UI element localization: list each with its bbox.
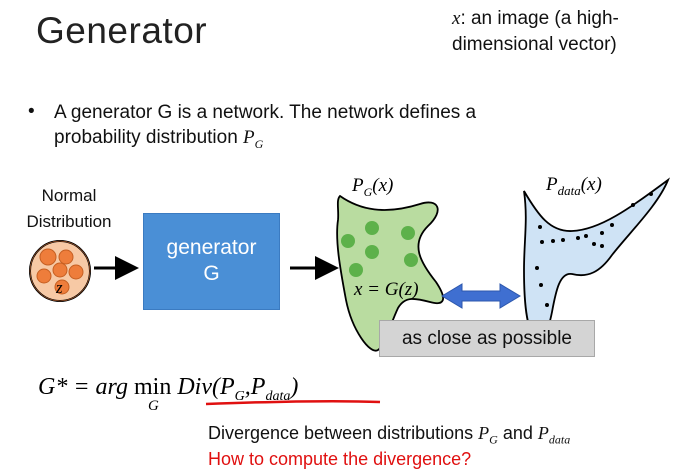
divergence-question: How to compute the divergence? (208, 449, 472, 469)
normal-label-line1: Normal (41, 186, 97, 205)
formula-close: ) (290, 374, 299, 400)
formula-comma: , (244, 374, 251, 400)
pdata-label-sub: data (557, 182, 581, 198)
sample-dot (68, 264, 84, 280)
formula-p1: P (219, 374, 235, 400)
compare-arrow-icon (441, 283, 521, 309)
pg-label-sub: G (363, 184, 373, 199)
divergence-p2: P (537, 423, 549, 443)
pdata-distribution-shape (523, 177, 671, 342)
formula-min-sub: G (147, 398, 159, 414)
bullet-pg-subscript: G (254, 136, 264, 151)
div-underline (205, 399, 381, 406)
formula-p2: P (250, 374, 266, 400)
x-definition-note: x: an image (a high- dimensional vector) (452, 6, 619, 58)
pdata-label-arg: (x) (580, 174, 602, 195)
divergence-p1: P (478, 423, 490, 443)
as-close-as-possible-box: as close as possible (379, 320, 595, 357)
pg-label: PG(x) (352, 175, 393, 200)
x-note-line1: : an image (a high- (460, 8, 619, 29)
x-variable: x (452, 8, 461, 29)
divergence-sub1: G (489, 432, 498, 447)
pg-samples (341, 221, 418, 277)
divergence-and: and (497, 423, 538, 443)
sample-dot (39, 248, 57, 266)
pg-label-arg: (x) (372, 175, 394, 196)
sample-dot (36, 268, 52, 284)
x-equals-gz-label: x = G(z) (354, 279, 419, 300)
formula-lhs: G* = arg (38, 374, 134, 400)
generator-box: generator G (143, 213, 280, 310)
pdata-label-p: P (546, 174, 558, 195)
formula-div: Div( (177, 374, 220, 400)
sample-dot (52, 262, 68, 278)
bullet-line1: A generator G is a network. The network … (54, 102, 477, 123)
pg-sample-dot (341, 234, 355, 248)
sample-dot (54, 279, 70, 295)
sample-dot (58, 249, 74, 265)
pg-sample-dot (349, 263, 363, 277)
formula-sub2: data (265, 388, 291, 404)
divergence-description: Divergence between distributions PG and … (208, 423, 570, 448)
normal-distribution-label: Normal Distribution (6, 183, 132, 235)
bullet-pg-symbol: P (243, 127, 255, 148)
generator-letter: G (203, 262, 220, 285)
formula-sub1: G (234, 388, 245, 404)
pg-label-p: P (352, 175, 364, 196)
pg-distribution-shape (336, 194, 444, 352)
pdata-label: Pdata(x) (546, 174, 602, 199)
normal-label-line2: Distribution (26, 212, 112, 231)
formula-min: min (133, 374, 172, 400)
divergence-text: Divergence between distributions (208, 423, 479, 443)
z-label: z (56, 278, 63, 297)
pg-sample-dot (404, 253, 418, 267)
x-note-line2: dimensional vector) (452, 34, 617, 55)
page-title: Generator (36, 10, 208, 51)
pg-sample-dot (401, 226, 415, 240)
normal-distribution-icon (29, 240, 91, 302)
divergence-sub2: data (548, 432, 571, 447)
bullet-dot-icon: • (28, 101, 35, 122)
pg-sample-dot (365, 245, 379, 259)
pdata-samples (535, 192, 653, 307)
pg-sample-dot (365, 221, 379, 235)
bullet-line2: probability distribution (54, 127, 244, 148)
generator-label: generator (166, 236, 257, 259)
